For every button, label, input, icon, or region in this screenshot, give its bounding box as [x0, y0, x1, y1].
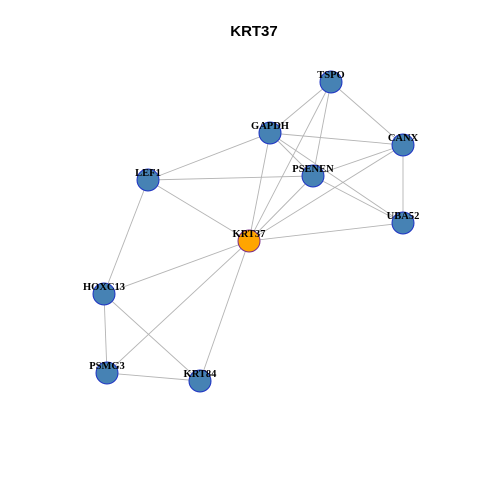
edge-psmg3-krt84	[106, 372, 201, 382]
node-label-canx: CANX	[388, 133, 419, 144]
edge-krt37-hoxc13	[103, 240, 250, 295]
edge-tspo-psenen	[312, 81, 332, 177]
node-krt84: KRT84	[184, 369, 218, 393]
node-krt37: KRT37	[233, 229, 266, 253]
edge-gapdh-lef1	[147, 132, 271, 181]
node-circle-uba52	[391, 211, 415, 235]
edge-layer	[103, 81, 404, 382]
node-label-hoxc13: HOXC13	[83, 282, 125, 293]
edge-lef1-psenen	[147, 175, 314, 181]
edge-lef1-krt37	[147, 179, 250, 242]
graph-title: KRT37	[230, 23, 278, 40]
node-label-psmg3: PSMG3	[89, 361, 125, 372]
edge-tspo-gapdh	[269, 81, 332, 134]
node-circle-lef1	[136, 168, 160, 192]
node-circle-psmg3	[95, 361, 119, 385]
edge-krt37-psmg3	[106, 240, 250, 374]
edge-canx-psenen	[312, 144, 404, 177]
node-label-krt84: KRT84	[184, 369, 218, 380]
node-psenen: PSENEN	[292, 164, 334, 188]
node-label-psenen: PSENEN	[292, 164, 334, 175]
node-circle-krt84	[188, 369, 212, 393]
node-circle-canx	[391, 133, 415, 157]
edge-canx-krt37	[248, 144, 404, 242]
node-uba52: UBA52	[387, 211, 420, 235]
edge-hoxc13-krt84	[103, 293, 201, 382]
node-canx: CANX	[388, 133, 419, 157]
edge-hoxc13-psmg3	[103, 293, 108, 374]
edge-lef1-hoxc13	[103, 179, 149, 295]
edge-tspo-canx	[330, 81, 404, 146]
edge-krt37-krt84	[199, 240, 250, 382]
edge-psenen-uba52	[312, 175, 404, 224]
node-circle-tspo	[319, 70, 343, 94]
edge-gapdh-canx	[269, 132, 404, 146]
node-lef1: LEF1	[135, 168, 161, 192]
node-gapdh: GAPDH	[251, 121, 289, 145]
node-label-krt37: KRT37	[233, 229, 266, 240]
node-label-tspo: TSPO	[317, 70, 344, 81]
node-tspo: TSPO	[317, 70, 345, 94]
edge-tspo-krt37	[248, 81, 332, 242]
node-circle-psenen	[301, 164, 325, 188]
node-hoxc13: HOXC13	[83, 282, 125, 306]
node-circle-hoxc13	[92, 282, 116, 306]
node-circle-gapdh	[258, 121, 282, 145]
node-psmg3: PSMG3	[89, 361, 125, 385]
edge-gapdh-krt37	[248, 132, 271, 242]
edge-uba52-krt37	[248, 222, 404, 242]
node-layer: TSPO GAPDH CANX PSENEN LEF1UBA52KRT37HOXC13P…	[83, 70, 420, 393]
edge-gapdh-uba52	[269, 132, 404, 224]
edge-psenen-krt37	[248, 175, 314, 242]
node-label-lef1: LEF1	[135, 168, 161, 179]
node-label-uba52: UBA52	[387, 211, 420, 222]
node-circle-krt37	[237, 229, 261, 253]
node-label-gapdh: GAPDH	[251, 121, 289, 132]
